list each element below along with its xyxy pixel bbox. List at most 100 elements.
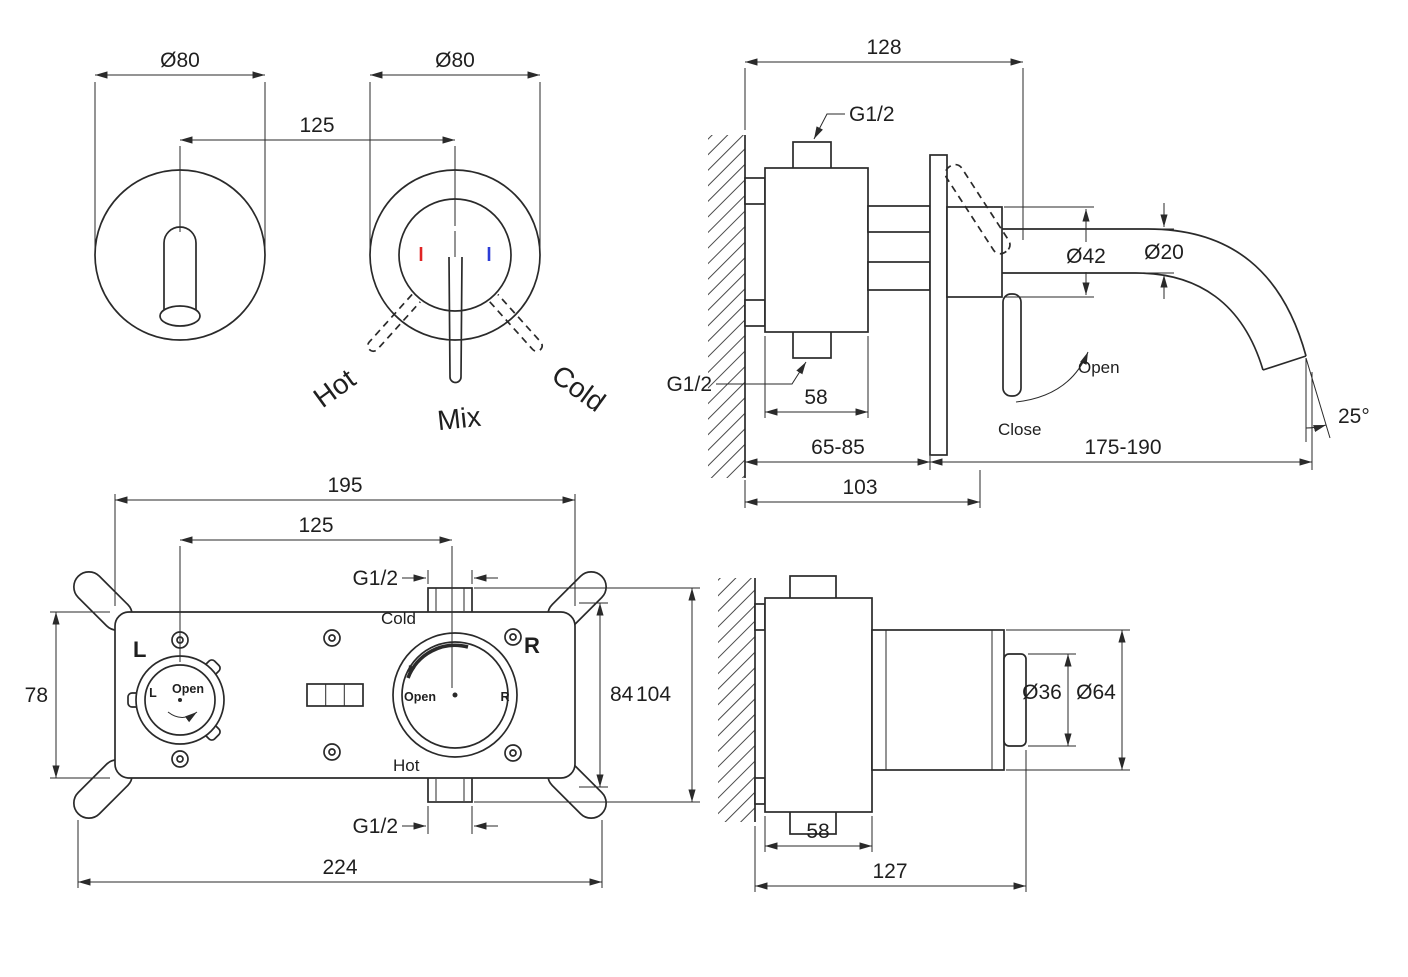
- dim-195-label: 195: [327, 474, 362, 497]
- handle-lever-cold-ghost: [489, 293, 543, 352]
- dim-84: 84: [579, 602, 634, 788]
- dim-58-side: 58: [764, 336, 869, 418]
- cartridge-housing: [871, 629, 1005, 771]
- left-marker-label: L: [133, 637, 146, 662]
- dim-dia42: Ø42: [1004, 206, 1106, 298]
- right-valve-open-arc: [406, 643, 469, 679]
- dim-dia80-left: Ø80: [94, 49, 266, 250]
- dim-104: 104: [474, 587, 700, 803]
- dim-dia80-left-label: Ø80: [160, 49, 200, 72]
- callout-g12-bottom-side: G1/2: [666, 361, 807, 396]
- view-rough-side: Ø36 Ø64 58 127: [718, 575, 1130, 892]
- dim-dia20-label: Ø20: [1144, 241, 1184, 264]
- port-bottom: [427, 775, 473, 803]
- dim-175-190: 175-190: [930, 372, 1313, 470]
- dim-125-trim-label: 125: [299, 114, 334, 137]
- lug-bottom-2: [754, 777, 766, 805]
- dim-spout-angle: 25°: [1305, 357, 1370, 442]
- mount-lug-bottom: [744, 299, 766, 327]
- dim-128: 128: [744, 36, 1024, 240]
- dim-175-190-label: 175-190: [1084, 436, 1161, 459]
- dim-78: 78: [25, 611, 110, 779]
- open-label: Open: [1078, 358, 1120, 377]
- rough-body-side: [764, 597, 873, 813]
- port-bottom-side: [789, 809, 837, 835]
- mix-label: Mix: [436, 401, 483, 436]
- dim-g12-bottom-rough: G1/2: [352, 806, 498, 838]
- handle-lever-hot-ghost: [367, 293, 421, 352]
- lug-top-2: [754, 603, 766, 631]
- view-rough-front: L Open L Open R R Cold Hot: [25, 474, 700, 888]
- dim-125-rough: 125: [179, 514, 453, 688]
- dim-dia36: Ø36: [1022, 653, 1076, 747]
- cartridge-cap: [1003, 653, 1027, 747]
- dim-78-label: 78: [25, 684, 48, 707]
- callout-g12-bottom-side-label: G1/2: [666, 373, 712, 396]
- callout-g12-top-side-label: G1/2: [849, 103, 895, 126]
- dim-127: 127: [754, 750, 1027, 892]
- dim-125-trim: 125: [179, 114, 456, 232]
- hot-port-label: Hot: [393, 756, 420, 775]
- spout-tube-top: [1002, 228, 1307, 357]
- dim-dia42-label: Ø42: [1066, 245, 1106, 268]
- hot-label: Hot: [308, 363, 362, 414]
- right-valve: Open R: [392, 632, 518, 758]
- dim-104-label: 104: [636, 683, 671, 706]
- spout-end-cut: [1262, 355, 1307, 371]
- handle-closed: [1002, 293, 1022, 397]
- handle-open-ghost: [944, 163, 1011, 255]
- dim-g12-bottom-rough-label: G1/2: [352, 815, 398, 838]
- cold-label: Cold: [546, 359, 611, 418]
- spindle-upper: [867, 205, 931, 233]
- wall-plate: [929, 154, 948, 456]
- dim-65-85: 65-85: [745, 436, 931, 470]
- dim-dia80-right-label: Ø80: [435, 49, 475, 72]
- left-valve-open-arrow: [167, 711, 198, 723]
- spout-front-outlet: [159, 305, 201, 327]
- dim-spout-angle-label: 25°: [1338, 405, 1370, 428]
- left-valve-open-label: Open: [172, 682, 204, 696]
- inlet-port-bottom: [792, 329, 832, 359]
- dim-58-side-label: 58: [804, 386, 827, 409]
- left-valve: L Open: [127, 655, 225, 745]
- left-valve-l-label: L: [149, 686, 157, 700]
- dim-195: 195: [114, 474, 576, 606]
- dim-g12-top-rough: G1/2: [352, 567, 498, 590]
- dim-103: 103: [744, 470, 981, 508]
- mount-lug-top: [744, 177, 766, 205]
- right-valve-r-label: R: [500, 690, 509, 704]
- dim-84-label: 84: [610, 683, 634, 706]
- dim-58-rough: 58: [764, 816, 873, 852]
- dim-125-rough-label: 125: [298, 514, 333, 537]
- right-marker-label: R: [524, 633, 540, 658]
- dim-128-label: 128: [866, 36, 901, 59]
- dim-224-label: 224: [322, 856, 357, 879]
- dim-dia64-label: Ø64: [1076, 681, 1116, 704]
- dim-103-label: 103: [842, 476, 877, 499]
- dim-dia36-label: Ø36: [1022, 681, 1062, 704]
- dim-127-label: 127: [872, 860, 907, 883]
- center-block: [306, 683, 364, 707]
- close-label: Close: [998, 420, 1041, 439]
- callout-g12-top-side: G1/2: [813, 103, 895, 140]
- handle-lever-mix: [448, 256, 463, 384]
- view-trim-front: Ø80 Ø80 125 Hot Mix Cold: [94, 49, 611, 436]
- dim-224: 224: [77, 820, 603, 888]
- spindle-lower: [867, 261, 931, 291]
- concealed-body-side: [764, 167, 869, 333]
- port-inner-lines: [435, 588, 465, 801]
- view-trim-side: Open Close 25° 128 G1/2 Ø42: [666, 36, 1370, 508]
- right-valve-open-label: Open: [404, 690, 436, 704]
- dim-g12-top-rough-label: G1/2: [352, 567, 398, 590]
- cold-port-label: Cold: [381, 609, 416, 628]
- dim-dia64: Ø64: [1006, 629, 1130, 771]
- port-top: [427, 587, 473, 615]
- spout-tube-bottom: [1002, 272, 1264, 371]
- wall-hatch-2: [718, 578, 755, 822]
- inlet-port-top: [792, 141, 832, 171]
- dim-dia20: Ø20: [1122, 203, 1184, 299]
- dim-dia80-right: Ø80: [369, 49, 541, 250]
- spout-front-stem: [163, 226, 197, 310]
